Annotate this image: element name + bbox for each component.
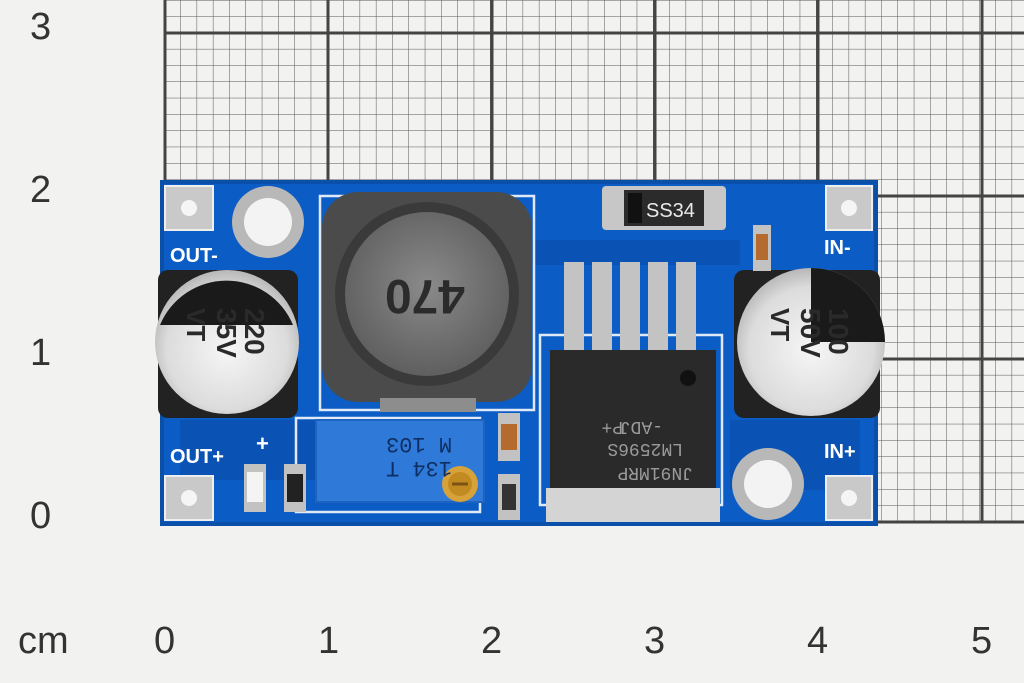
trimpot-marking-line2: M 103 [386,431,452,456]
ruler-x-tick-3: 3 [644,620,666,662]
label-in-plus: IN+ [824,441,856,463]
cap-right-series: VT [765,308,795,341]
capacitor-right [734,268,885,418]
ruler-x-tick-4: 4 [807,620,829,662]
diode-marking: SS34 [646,200,695,222]
label-out-minus: OUT- [170,245,218,267]
cap-right-value: 100 [823,308,854,355]
pcb-board: OUT- OUT+ + IN- IN+ SS34 470 LM2596S -AD… [155,180,885,526]
regulator-marking-line1: LM2596S [607,438,683,458]
ruler-y-tick-0: 0 [30,495,52,537]
diode-ss34 [602,186,726,230]
corner-pads [164,185,873,521]
cap-right-voltage: 50V [795,308,826,358]
regulator-marking-line2: -ADJ [620,416,663,436]
inductor-marking: 470 [385,269,465,322]
ruler-y-tick-2: 2 [30,169,52,211]
ruler-y-tick-1: 1 [30,332,52,374]
label-in-minus: IN- [824,237,851,259]
cap-left-value: 220 [239,308,270,355]
regulator-marking-line3: P+ [601,416,623,436]
label-plus: + [256,431,269,456]
regulator-logo-text: JN91MRP [617,462,693,482]
inductor [322,192,532,412]
label-out-plus: OUT+ [170,446,224,468]
regulator-chip [546,262,720,522]
ruler-x-tick-0: 0 [154,620,176,662]
ruler-x-tick-1: 1 [318,620,340,662]
trimpot-marking-line1: 134 T [386,455,452,480]
capacitor-left [155,270,299,418]
trimpot [315,419,485,503]
ruler-y-tick-3: 3 [30,6,52,48]
mounting-holes [232,186,804,520]
cap-left-voltage: 35V [211,308,242,358]
smd-components [244,225,771,520]
ruler-unit: cm [18,620,69,662]
ruler-x-tick-2: 2 [481,620,503,662]
ruler-x-tick-5: 5 [971,620,993,662]
cap-left-series: VT [181,308,211,341]
